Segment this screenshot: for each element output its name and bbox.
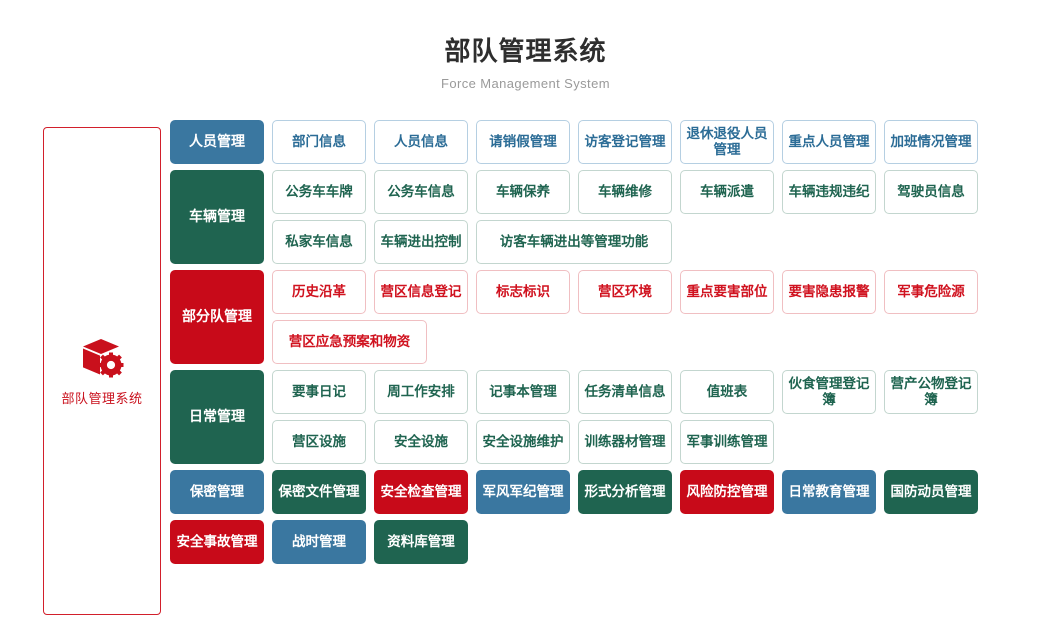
category-personnel[interactable]: 人员管理 xyxy=(170,120,264,164)
item-row: 保密管理 保密文件管理 安全检查管理 军风军纪管理 形式分析管理 风险防控管理 … xyxy=(170,470,1051,514)
module-button[interactable]: 车辆违规违纪 xyxy=(782,170,876,214)
section-personnel: 人员管理 部门信息 人员信息 请销假管理 访客登记管理 退休退役人员管理 重点人… xyxy=(170,120,1051,164)
module-button[interactable]: 周工作安排 xyxy=(374,370,468,414)
module-button[interactable]: 营区信息登记 xyxy=(374,270,468,314)
module-button[interactable]: 公务车信息 xyxy=(374,170,468,214)
module-button[interactable]: 车辆保养 xyxy=(476,170,570,214)
module-button[interactable]: 军事危险源 xyxy=(884,270,978,314)
section-misc: 保密管理 保密文件管理 安全检查管理 军风军纪管理 形式分析管理 风险防控管理 … xyxy=(170,470,1051,564)
module-matrix: 人员管理 部门信息 人员信息 请销假管理 访客登记管理 退休退役人员管理 重点人… xyxy=(170,120,1051,564)
module-button[interactable]: 加班情况管理 xyxy=(884,120,978,164)
module-button[interactable]: 值班表 xyxy=(680,370,774,414)
module-button[interactable]: 安全设施维护 xyxy=(476,420,570,464)
module-button[interactable]: 风险防控管理 xyxy=(680,470,774,514)
module-button[interactable]: 训练器材管理 xyxy=(578,420,672,464)
page-header: 部队管理系统 Force Management System xyxy=(0,0,1051,91)
section-items: 历史沿革 营区信息登记 标志标识 营区环境 重点要害部位 要害隐患报警 军事危险… xyxy=(272,270,1051,364)
module-button[interactable]: 要事日记 xyxy=(272,370,366,414)
category-daily[interactable]: 日常管理 xyxy=(170,370,264,464)
module-button[interactable]: 车辆派遣 xyxy=(680,170,774,214)
module-button[interactable]: 营区应急预案和物资 xyxy=(272,320,427,364)
section-vehicle: 车辆管理 公务车车牌 公务车信息 车辆保养 车辆维修 车辆派遣 车辆违规违纪 驾… xyxy=(170,170,1051,264)
module-button[interactable]: 安全设施 xyxy=(374,420,468,464)
box-gear-icon xyxy=(80,336,124,380)
module-button[interactable]: 公务车车牌 xyxy=(272,170,366,214)
module-button[interactable]: 驾驶员信息 xyxy=(884,170,978,214)
row-spacer xyxy=(782,420,1051,464)
module-button[interactable]: 安全检查管理 xyxy=(374,470,468,514)
content-area: 部队管理系统 人员管理 部门信息 人员信息 请销假管理 访客登记管理 退休退役人… xyxy=(0,120,1051,620)
module-button[interactable]: 历史沿革 xyxy=(272,270,366,314)
item-row: 营区应急预案和物资 xyxy=(272,320,1051,364)
module-button[interactable]: 请销假管理 xyxy=(476,120,570,164)
category-unit[interactable]: 部分队管理 xyxy=(170,270,264,364)
item-row: 历史沿革 营区信息登记 标志标识 营区环境 重点要害部位 要害隐患报警 军事危险… xyxy=(272,270,1051,314)
row-spacer xyxy=(680,220,1051,264)
module-button[interactable]: 伙食管理登记簿 xyxy=(782,370,876,414)
module-button[interactable]: 日常教育管理 xyxy=(782,470,876,514)
category-vehicle[interactable]: 车辆管理 xyxy=(170,170,264,264)
module-button[interactable]: 营产公物登记簿 xyxy=(884,370,978,414)
section-items: 公务车车牌 公务车信息 车辆保养 车辆维修 车辆派遣 车辆违规违纪 驾驶员信息 … xyxy=(272,170,1051,264)
item-row: 营区设施 安全设施 安全设施维护 训练器材管理 军事训练管理 xyxy=(272,420,1051,464)
module-button[interactable]: 标志标识 xyxy=(476,270,570,314)
module-button[interactable]: 形式分析管理 xyxy=(578,470,672,514)
item-row: 安全事故管理 战时管理 资料库管理 xyxy=(170,520,1051,564)
module-button[interactable]: 保密管理 xyxy=(170,470,264,514)
module-button[interactable]: 退休退役人员管理 xyxy=(680,120,774,164)
module-button[interactable]: 营区设施 xyxy=(272,420,366,464)
module-button[interactable]: 资料库管理 xyxy=(374,520,468,564)
module-button[interactable]: 战时管理 xyxy=(272,520,366,564)
module-button[interactable]: 国防动员管理 xyxy=(884,470,978,514)
page-subtitle: Force Management System xyxy=(441,76,610,92)
item-row: 部门信息 人员信息 请销假管理 访客登记管理 退休退役人员管理 重点人员管理 加… xyxy=(272,120,1051,164)
module-button[interactable]: 保密文件管理 xyxy=(272,470,366,514)
module-button[interactable]: 车辆进出控制 xyxy=(374,220,468,264)
brand-panel: 部队管理系统 xyxy=(43,127,161,615)
module-button[interactable]: 安全事故管理 xyxy=(170,520,264,564)
page-title: 部队管理系统 xyxy=(444,36,607,66)
section-unit: 部分队管理 历史沿革 营区信息登记 标志标识 营区环境 重点要害部位 要害隐患报… xyxy=(170,270,1051,364)
module-button[interactable]: 部门信息 xyxy=(272,120,366,164)
brand-label: 部队管理系统 xyxy=(61,390,143,406)
section-items: 要事日记 周工作安排 记事本管理 任务清单信息 值班表 伙食管理登记簿 营产公物… xyxy=(272,370,1051,464)
row-spacer xyxy=(476,520,1051,564)
module-button[interactable]: 营区环境 xyxy=(578,270,672,314)
module-button[interactable]: 军事训练管理 xyxy=(680,420,774,464)
item-row: 私家车信息 车辆进出控制 访客车辆进出等管理功能 xyxy=(272,220,1051,264)
module-button[interactable]: 车辆维修 xyxy=(578,170,672,214)
module-button[interactable]: 记事本管理 xyxy=(476,370,570,414)
module-button[interactable]: 私家车信息 xyxy=(272,220,366,264)
module-button[interactable]: 任务清单信息 xyxy=(578,370,672,414)
item-row: 公务车车牌 公务车信息 车辆保养 车辆维修 车辆派遣 车辆违规违纪 驾驶员信息 xyxy=(272,170,1051,214)
module-button[interactable]: 要害隐患报警 xyxy=(782,270,876,314)
module-button[interactable]: 人员信息 xyxy=(374,120,468,164)
item-row: 要事日记 周工作安排 记事本管理 任务清单信息 值班表 伙食管理登记簿 营产公物… xyxy=(272,370,1051,414)
module-button[interactable]: 军风军纪管理 xyxy=(476,470,570,514)
row-spacer xyxy=(435,320,1051,364)
module-button[interactable]: 访客车辆进出等管理功能 xyxy=(476,220,672,264)
module-button[interactable]: 访客登记管理 xyxy=(578,120,672,164)
module-button[interactable]: 重点要害部位 xyxy=(680,270,774,314)
section-daily: 日常管理 要事日记 周工作安排 记事本管理 任务清单信息 值班表 伙食管理登记簿… xyxy=(170,370,1051,464)
section-items: 部门信息 人员信息 请销假管理 访客登记管理 退休退役人员管理 重点人员管理 加… xyxy=(272,120,1051,164)
module-button[interactable]: 重点人员管理 xyxy=(782,120,876,164)
